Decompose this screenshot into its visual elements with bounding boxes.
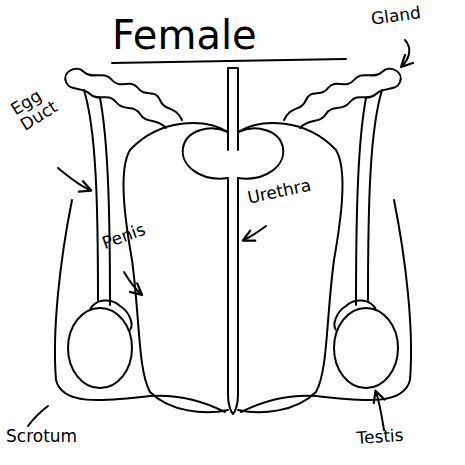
- scrotum-outline: [241, 200, 411, 412]
- testis-shape: [68, 308, 132, 388]
- part-label: Scrotum: [6, 428, 77, 446]
- bladder-lobe: [238, 129, 283, 179]
- urethra-tube: [228, 178, 238, 414]
- duct: [356, 98, 366, 305]
- gland: [284, 69, 401, 128]
- part-label: Gland: [370, 4, 422, 29]
- duct: [100, 98, 110, 305]
- leader-arrow: [402, 40, 409, 66]
- urethra-tube: [228, 68, 238, 150]
- epididymis: [90, 300, 132, 330]
- part-label: Testis: [356, 427, 404, 448]
- leader-arrow: [58, 168, 90, 190]
- part-label: Urethra: [246, 177, 313, 208]
- duct: [368, 90, 382, 300]
- gland: [65, 69, 182, 128]
- bladder-lobe: [183, 129, 228, 179]
- leader-arrow: [244, 226, 266, 240]
- shaft-outline: [238, 123, 342, 412]
- part-label: Penis: [100, 221, 148, 253]
- leader-arrow: [376, 392, 384, 430]
- title-underline: [112, 59, 346, 63]
- testis-shape: [334, 308, 398, 388]
- shaft-outline: [124, 123, 228, 412]
- title: Female: [112, 14, 257, 56]
- leader-line: [28, 406, 48, 426]
- epididymis: [334, 300, 376, 330]
- scrotum-outline: [55, 200, 225, 412]
- part-label: Egg Duct: [8, 72, 78, 134]
- duct: [84, 90, 98, 300]
- leader-arrow: [124, 272, 141, 294]
